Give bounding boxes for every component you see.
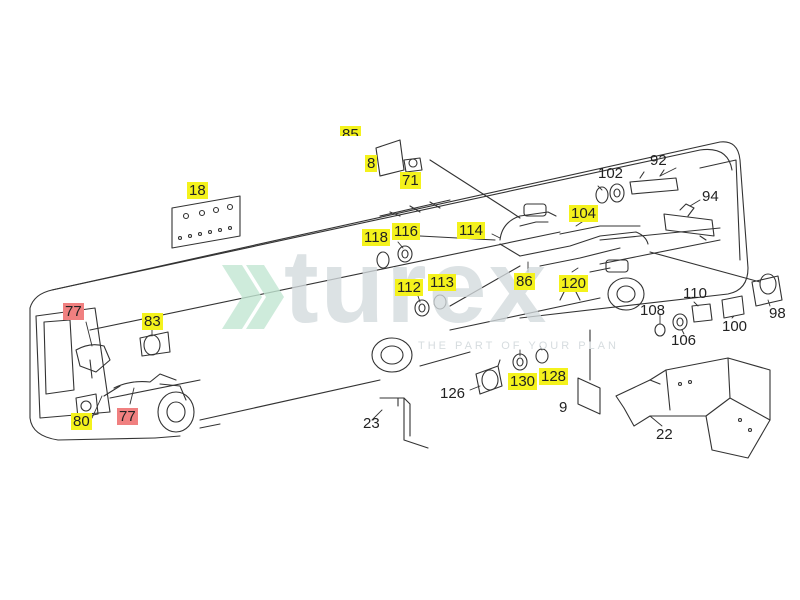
nut-part-71 xyxy=(403,157,423,173)
part-label-94: 94 xyxy=(702,188,719,205)
part-label-77-bottom: 77 xyxy=(117,408,138,425)
bracket-part-8 xyxy=(375,139,405,177)
part-label-18: 18 xyxy=(187,182,208,199)
tubing-assembly xyxy=(419,159,761,307)
part-label-112: 112 xyxy=(395,279,423,296)
part-label-86: 86 xyxy=(514,273,535,290)
part-label-126: 126 xyxy=(440,385,466,402)
part-label-116: 116 xyxy=(392,223,420,240)
part-label-92: 92 xyxy=(650,152,667,169)
part-label-106: 106 xyxy=(671,332,697,349)
bus-wheels xyxy=(157,277,645,433)
watermark-chevron-icon xyxy=(222,265,262,329)
part-label-104: 104 xyxy=(569,205,599,222)
frame-part-22 xyxy=(615,357,771,459)
fittings-right xyxy=(595,169,783,337)
part-label-71: 71 xyxy=(400,172,421,189)
fittings-left xyxy=(75,331,187,419)
part-label-110: 110 xyxy=(683,285,707,302)
part-label-102: 102 xyxy=(598,165,624,182)
part-label-8: 8 xyxy=(365,155,378,172)
fittings-center xyxy=(376,245,549,395)
part-label-118: 118 xyxy=(362,229,390,246)
part-label-108: 108 xyxy=(640,302,666,319)
part-label-9: 9 xyxy=(559,399,568,416)
part-label-100: 100 xyxy=(722,318,748,335)
part-label-113: 113 xyxy=(428,274,456,291)
bracket-part-9 xyxy=(577,329,601,415)
part-label-98: 98 xyxy=(769,305,786,322)
part-label-83: 83 xyxy=(142,313,163,330)
part-label-85: 85 xyxy=(340,126,361,136)
part-label-22: 22 xyxy=(656,426,673,443)
part-label-23: 23 xyxy=(363,415,380,432)
part-label-80: 80 xyxy=(71,413,92,430)
watermark-chevron-icon-2 xyxy=(246,265,284,329)
part-label-77-top: 77 xyxy=(63,303,84,320)
part-label-130: 130 xyxy=(508,373,538,390)
part-label-128: 128 xyxy=(539,368,569,385)
plate-part-18 xyxy=(171,195,241,249)
part-label-120: 120 xyxy=(559,275,589,292)
bracket-part-23 xyxy=(379,397,429,449)
watermark-tagline: THE PART OF YOUR PLAN xyxy=(418,340,619,352)
watermark xyxy=(222,265,284,329)
part-label-114: 114 xyxy=(457,222,485,239)
